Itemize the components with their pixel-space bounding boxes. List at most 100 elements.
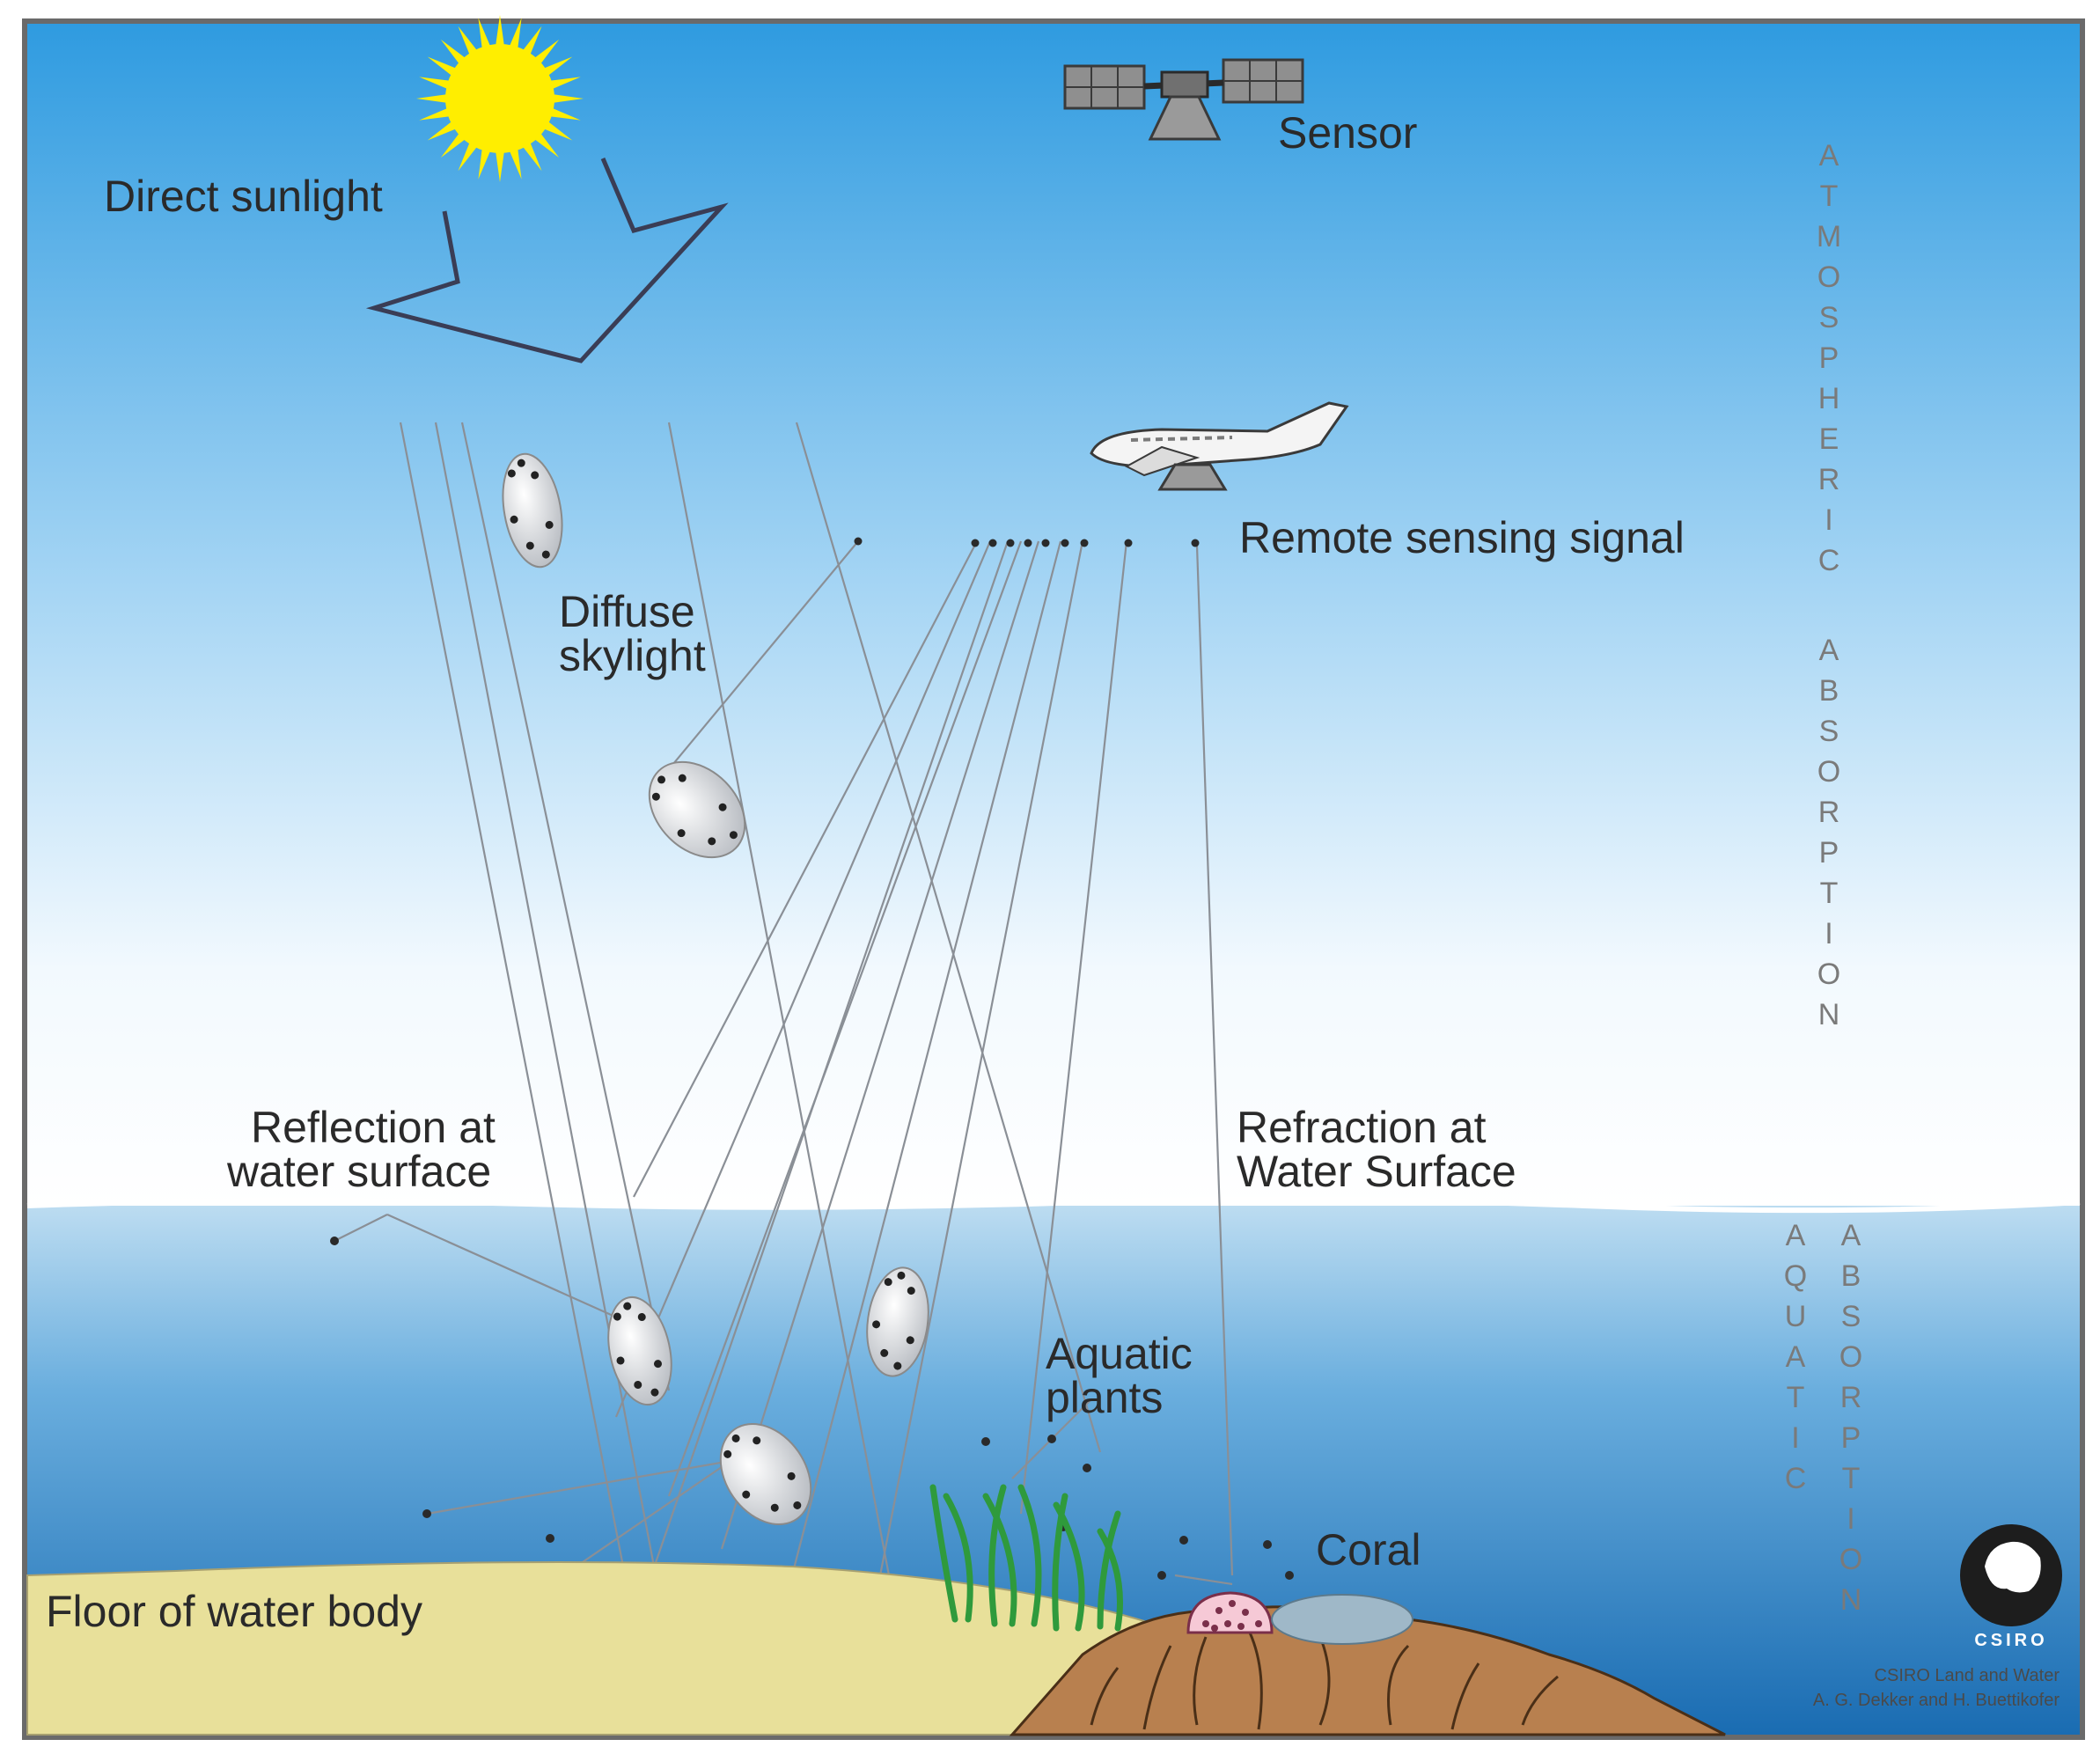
label-reflection-line1: Reflection at [251,1103,496,1152]
vertical-letter: R [1840,1381,1862,1414]
light-ray [633,540,978,1198]
water-surface-line [26,1197,2081,1214]
label-remote-sensing-signal: Remote sensing signal [1239,513,1685,562]
vertical-letter: T [1787,1381,1805,1414]
credit-line2: A. G. Dekker and H. Buettikofer [1813,1691,2060,1710]
vertical-letter: S [1819,301,1839,334]
vertical-letter: M [1817,220,1841,253]
vertical-letter: O [1817,261,1840,294]
sun-ray [478,18,492,51]
light-ray [795,422,1102,1453]
sun-icon [416,15,584,182]
credit-line1: CSIRO Land and Water [1875,1666,2060,1685]
water-floor [26,1561,1155,1736]
light-rays [330,422,1294,1586]
light-ray [1019,540,1128,1515]
vertical-letter: H [1818,382,1840,415]
light-ray [562,1460,731,1576]
label-direct-sunlight: Direct sunlight [104,172,383,221]
scatter-point [981,1437,990,1446]
vertical-letter: T [1820,877,1839,910]
label-refraction-line2: Water Surface [1237,1147,1516,1196]
sun-ray [495,149,505,182]
signal-dot [854,537,863,546]
scatter-point [1179,1536,1188,1545]
light-ray [664,540,859,775]
scatter-point [1083,1464,1091,1472]
sun-ray [427,120,459,141]
label-coral: Coral [1316,1525,1421,1574]
coral-grey [1271,1594,1413,1645]
signal-dot [971,539,980,547]
scattering-particles [502,452,929,1525]
logo-text: CSIRO [1974,1631,2047,1650]
scatter-point [1047,1435,1056,1443]
sun-ray [419,77,452,91]
sky-region [27,24,2080,1206]
sun-ray [458,26,479,57]
vertical-letter: P [1819,341,1839,375]
diagram-frame [22,18,2085,1740]
light-ray [614,540,992,1418]
label-diffuse-line1: Diffuse [559,587,695,636]
vertical-letter: B [1819,674,1839,708]
vertical-letter: C [1785,1462,1807,1495]
particle [607,1295,672,1406]
sun-ray [458,140,479,172]
vertical-letter: N [1840,1583,1862,1617]
label-sensor: Sensor [1278,108,1417,158]
sun-ray [550,93,584,104]
light-ray [667,422,891,1576]
reef-texture [1090,1632,1559,1730]
sun-ray [532,131,560,158]
light-ray [386,1213,643,1331]
signal-dot [1124,539,1133,547]
scatter-point [330,1237,339,1245]
aquatic-plants [929,1484,1123,1632]
signal-dot [988,539,997,547]
light-ray [334,1214,388,1242]
signal-dot [1006,539,1015,547]
satellite-icon [1063,58,1304,141]
sun-ray [427,56,459,77]
vertical-letter: R [1818,796,1840,829]
vertical-letter: O [1817,958,1840,991]
scatter-point [1263,1540,1272,1549]
label-aquatic-plants-line2: plants [1046,1373,1163,1422]
label-aquatic-plants-line1: Aquatic [1046,1329,1193,1378]
signal-dot [1080,539,1089,547]
scatter-point [546,1534,554,1543]
sun-ray [532,39,560,66]
airplane-icon [1090,401,1349,491]
light-ray [1174,1574,1233,1586]
particle [648,760,746,859]
light-ray [667,540,1023,1497]
australia-map-icon [1985,1541,2041,1593]
sun-ray [521,140,542,172]
vertical-letter: C [1818,544,1840,577]
vertical-letter: U [1785,1300,1807,1333]
vertical-letter: T [1842,1462,1861,1495]
sun-ray [508,146,522,180]
remote-sensing-signal-dots [854,537,1200,547]
vertical-letter: P [1819,836,1839,870]
label-floor: Floor of water body [46,1587,422,1636]
csiro-logo: CSIRO [1960,1524,2062,1650]
signal-dot [1191,539,1200,547]
scatter-point [422,1509,431,1518]
sun-ray [419,106,452,121]
light-ray [720,540,1040,1550]
particle [502,452,563,569]
scatter-point [1157,1571,1166,1580]
vertical-letter: I [1825,503,1832,537]
vertical-letter: A [1786,1340,1806,1374]
light-ray [878,540,1084,1576]
vertical-letter: R [1818,463,1840,496]
signal-dot [1024,539,1032,547]
vertical-letter: S [1841,1300,1861,1333]
vertical-letter: I [1847,1502,1854,1536]
vertical-letter: I [1791,1421,1799,1455]
